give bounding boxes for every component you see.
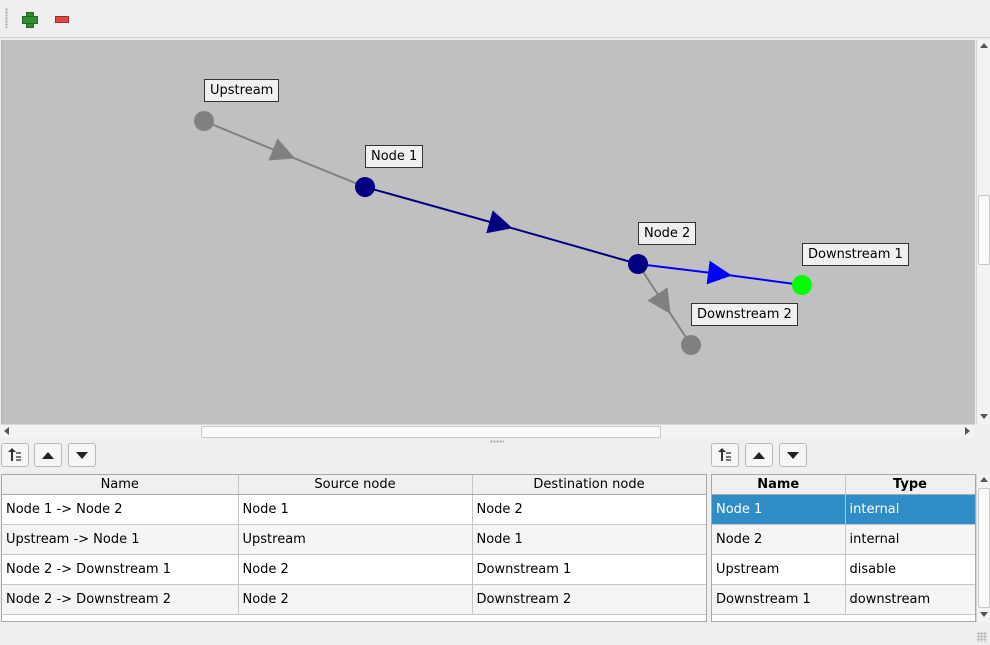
cell-source[interactable]: Node 2 [238, 554, 473, 585]
cell-destination[interactable]: Downstream 2 [472, 584, 706, 615]
canvas-vertical-scrollbar[interactable] [976, 40, 990, 424]
nodes-sort-button[interactable] [711, 443, 739, 467]
resize-grip[interactable] [977, 632, 987, 642]
cell-destination[interactable]: Node 2 [472, 494, 706, 525]
table-row-selected[interactable]: Node 1 internal [712, 494, 975, 525]
graph-canvas[interactable]: Upstream Node 1 Node 2 Downstream 1 Down… [1, 40, 975, 424]
arrow-up-icon [42, 451, 54, 459]
table-row[interactable]: Node 2 -> Downstream 1 Node 2 Downstream… [2, 554, 706, 585]
scroll-corner [976, 424, 990, 438]
cell-name[interactable]: Node 2 -> Downstream 1 [2, 554, 239, 585]
cell-destination[interactable]: Downstream 1 [472, 554, 706, 585]
scroll-up-icon[interactable] [980, 43, 988, 48]
scroll-up-icon[interactable] [980, 477, 988, 482]
node-upstream[interactable] [194, 111, 214, 131]
arrow-down-icon [787, 451, 799, 459]
node-label-downstream1: Downstream 1 [802, 243, 909, 266]
node-downstream2[interactable] [681, 335, 701, 355]
cell-node-name[interactable]: Downstream 1 [712, 584, 846, 615]
nodes-move-down-button[interactable] [779, 443, 807, 467]
arrow-down-icon [76, 451, 88, 459]
nodes-table: Name Type Node 1 internal Node 2 interna… [711, 474, 976, 622]
edge-node1-node2[interactable] [364, 186, 639, 265]
cell-node-type[interactable]: disable [845, 554, 975, 585]
cell-destination[interactable]: Node 1 [472, 524, 706, 555]
connections-sort-button[interactable] [1, 443, 29, 467]
node-label-upstream: Upstream [204, 79, 280, 102]
splitter-handle[interactable] [490, 440, 504, 443]
scroll-right-icon[interactable] [965, 427, 970, 435]
cell-node-type[interactable]: internal [845, 494, 975, 525]
connections-table: Name Source node Destination node Node 1… [1, 474, 707, 622]
main-toolbar [0, 0, 990, 38]
scroll-left-icon[interactable] [4, 427, 9, 435]
table-row[interactable]: Node 1 -> Node 2 Node 1 Node 2 [2, 494, 706, 525]
connections-move-down-button[interactable] [68, 443, 96, 467]
cell-node-type[interactable]: downstream [845, 584, 975, 615]
sort-icon [718, 448, 732, 462]
column-header-destination-node[interactable]: Destination node [472, 475, 706, 495]
table-row[interactable]: Upstream -> Node 1 Upstream Node 1 [2, 524, 706, 555]
plus-icon [22, 12, 38, 28]
nodes-move-up-button[interactable] [745, 443, 773, 467]
cell-source[interactable]: Node 2 [238, 584, 473, 615]
scroll-down-icon[interactable] [980, 414, 988, 419]
toolbar-grip[interactable] [5, 8, 8, 28]
table-row[interactable]: Node 2 -> Downstream 2 Node 2 Downstream… [2, 584, 706, 615]
node-label-node2: Node 2 [638, 222, 697, 245]
node-label-node1: Node 1 [365, 145, 424, 168]
cell-node-name[interactable]: Node 1 [712, 494, 846, 525]
column-header-node-type[interactable]: Type [845, 475, 975, 495]
cell-name[interactable]: Node 2 -> Downstream 2 [2, 584, 239, 615]
node-label-downstream2: Downstream 2 [691, 303, 798, 326]
column-header-source-node[interactable]: Source node [238, 475, 473, 495]
remove-button[interactable] [51, 8, 73, 30]
graph-edges [194, 111, 812, 355]
minus-icon [55, 15, 69, 23]
arrow-up-icon [753, 451, 765, 459]
cell-name[interactable]: Node 1 -> Node 2 [2, 494, 239, 525]
column-header-node-name[interactable]: Name [712, 475, 846, 495]
nodes-table-scrollbar[interactable] [976, 474, 990, 622]
cell-node-type[interactable]: internal [845, 524, 975, 555]
canvas-horizontal-scrollbar[interactable] [1, 424, 975, 438]
cell-name[interactable]: Upstream -> Node 1 [2, 524, 239, 555]
node-node2[interactable] [628, 254, 648, 274]
cell-node-name[interactable]: Node 2 [712, 524, 846, 555]
scroll-down-icon[interactable] [980, 612, 988, 617]
connections-move-up-button[interactable] [34, 443, 62, 467]
cell-node-name[interactable]: Upstream [712, 554, 846, 585]
canvas-vertical-scroll-thumb[interactable] [978, 195, 990, 265]
column-header-name[interactable]: Name [2, 475, 239, 495]
cell-source[interactable]: Node 1 [238, 494, 473, 525]
sort-icon [8, 448, 22, 462]
edge-node2-downstream1[interactable] [637, 260, 803, 286]
cell-source[interactable]: Upstream [238, 524, 473, 555]
edge-upstream-node1[interactable] [203, 120, 366, 188]
node-downstream1[interactable] [792, 275, 812, 295]
edge-node2-downstream2[interactable] [637, 263, 692, 346]
node-node1[interactable] [355, 177, 375, 197]
table-row[interactable]: Upstream disable [712, 554, 975, 585]
table-row[interactable]: Downstream 1 downstream [712, 584, 975, 615]
add-button[interactable] [18, 8, 40, 30]
table-row[interactable]: Node 2 internal [712, 524, 975, 555]
canvas-horizontal-scroll-thumb[interactable] [201, 426, 661, 438]
nodes-table-scroll-thumb[interactable] [978, 488, 990, 608]
